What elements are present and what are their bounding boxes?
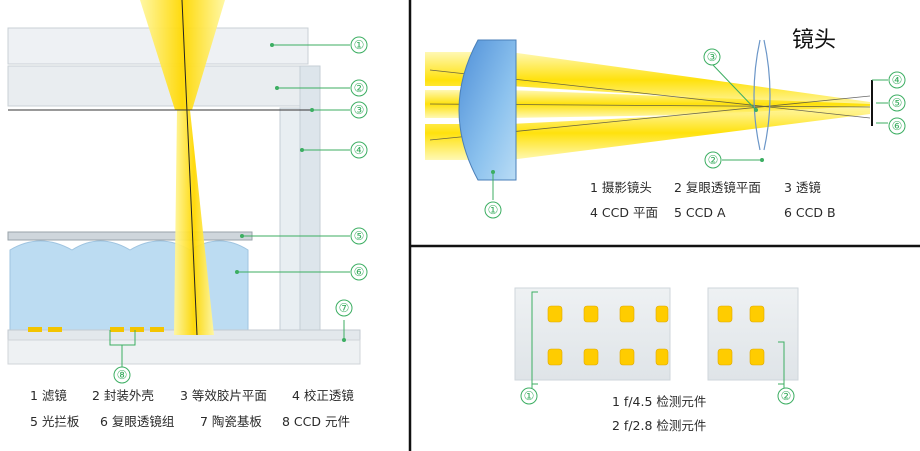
- fly-eye-lens-group: [9, 240, 249, 331]
- sensor-chip-left: [514, 287, 671, 381]
- ccd-elements: [28, 327, 164, 332]
- legend-item: 5 CCD A: [674, 205, 726, 220]
- bottom-right-panel-diagram: [514, 287, 799, 405]
- legend-item: 4 校正透镜: [292, 388, 354, 403]
- callout-7: ⑦: [339, 301, 350, 315]
- legend-item: 4 CCD 平面: [590, 205, 658, 220]
- legend-item: 2 复眼透镜平面: [674, 180, 761, 195]
- bottom-right-legend: 1 f/4.5 检测元件 2 f/2.8 检测元件: [612, 394, 706, 433]
- legend-item: 7 陶瓷基板: [200, 414, 262, 429]
- callout-5: ⑤: [892, 96, 903, 110]
- light-beam-lower: [174, 110, 214, 335]
- callout-2: ②: [354, 81, 365, 95]
- callout-2: ②: [781, 389, 792, 403]
- beam-lower: [425, 106, 870, 160]
- left-panel-diagram: [7, 0, 368, 384]
- top-right-callout-labels: ① ② ③ ④ ⑤ ⑥: [488, 50, 903, 217]
- callout-6: ⑥: [892, 119, 903, 133]
- bottom-right-callout-labels: ① ②: [524, 389, 792, 403]
- callout-3: ③: [707, 50, 718, 64]
- legend-item: 2 封装外壳: [92, 388, 154, 403]
- callout-8: ⑧: [117, 368, 128, 382]
- top-right-panel-diagram: [425, 39, 906, 219]
- legend-item: 6 复眼透镜组: [100, 414, 174, 429]
- legend-item: 3 等效胶片平面: [180, 388, 267, 403]
- camera-lens: [458, 39, 517, 181]
- light-beam-upper: [140, 0, 225, 110]
- callout-4: ④: [354, 143, 365, 157]
- top-right-legend: 1 摄影镜头 2 复眼透镜平面 3 透镜 4 CCD 平面 5 CCD A 6 …: [590, 180, 836, 220]
- callout-3: ③: [354, 103, 365, 117]
- legend-item: 1 f/4.5 检测元件: [612, 394, 706, 409]
- callout-1: ①: [488, 203, 499, 217]
- callout-1: ①: [524, 389, 535, 403]
- beam-upper: [425, 52, 870, 108]
- callout-1: ①: [354, 38, 365, 52]
- callout-5: ⑤: [354, 229, 365, 243]
- left-callout-labels: ① ② ③ ④ ⑤ ⑥ ⑦ ⑧: [117, 38, 365, 382]
- legend-item: 1 滤镜: [30, 388, 67, 403]
- baffle-plate: [7, 231, 253, 241]
- legend-item: 5 光拦板: [30, 414, 80, 429]
- callout-6: ⑥: [354, 265, 365, 279]
- lens-title: 镜头: [792, 28, 836, 53]
- callout-4: ④: [892, 73, 903, 87]
- beam-middle: [425, 90, 870, 118]
- legend-item: 8 CCD 元件: [282, 414, 350, 429]
- legend-item: 6 CCD B: [784, 205, 836, 220]
- callout-2: ②: [708, 153, 719, 167]
- legend-item: 1 摄影镜头: [590, 180, 652, 195]
- left-legend: 1 滤镜 2 封装外壳 3 等效胶片平面 4 校正透镜 5 光拦板 6 复眼透镜…: [30, 388, 354, 429]
- legend-item: 2 f/2.8 检测元件: [612, 418, 706, 433]
- legend-item: 3 透镜: [784, 180, 821, 195]
